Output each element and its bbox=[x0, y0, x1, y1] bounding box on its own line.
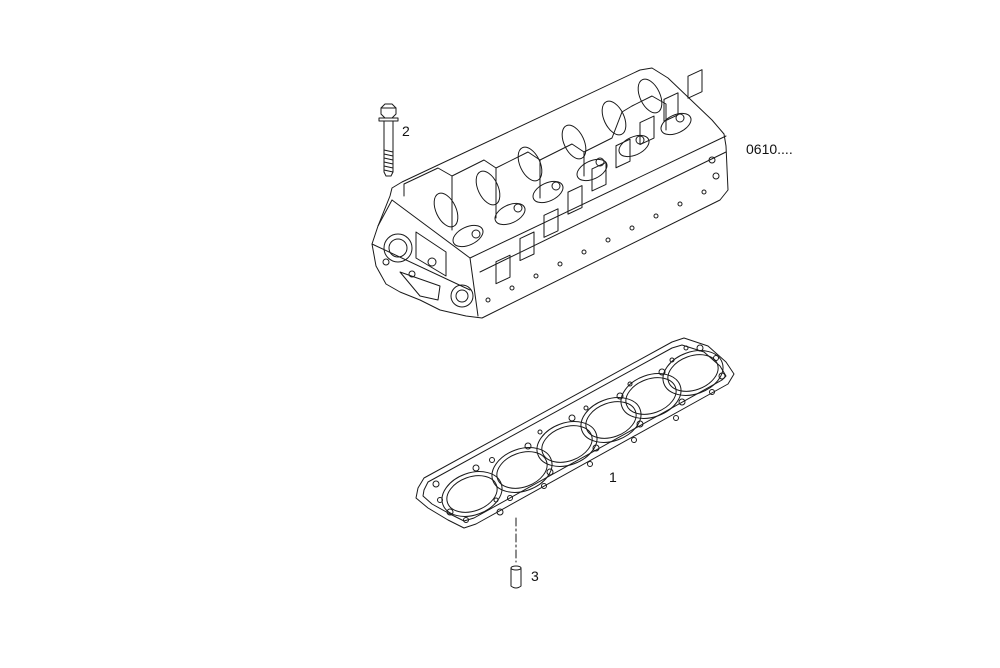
injector-bosses bbox=[450, 109, 695, 251]
cylinder-head-gasket bbox=[416, 338, 734, 528]
dowel-pin bbox=[511, 566, 521, 588]
callout-1-gasket: 1 bbox=[609, 469, 617, 485]
callout-3-dowel: 3 bbox=[531, 568, 539, 584]
side-ports bbox=[496, 70, 702, 284]
callout-2-bolt: 2 bbox=[402, 123, 410, 139]
side-bolt-holes bbox=[486, 157, 719, 302]
cylinder-head bbox=[372, 68, 728, 318]
group-code-label: 0610.... bbox=[746, 141, 793, 157]
valve-wells bbox=[404, 75, 667, 230]
cylinder-head-bolt bbox=[379, 104, 398, 176]
gasket-small-holes bbox=[433, 345, 725, 523]
